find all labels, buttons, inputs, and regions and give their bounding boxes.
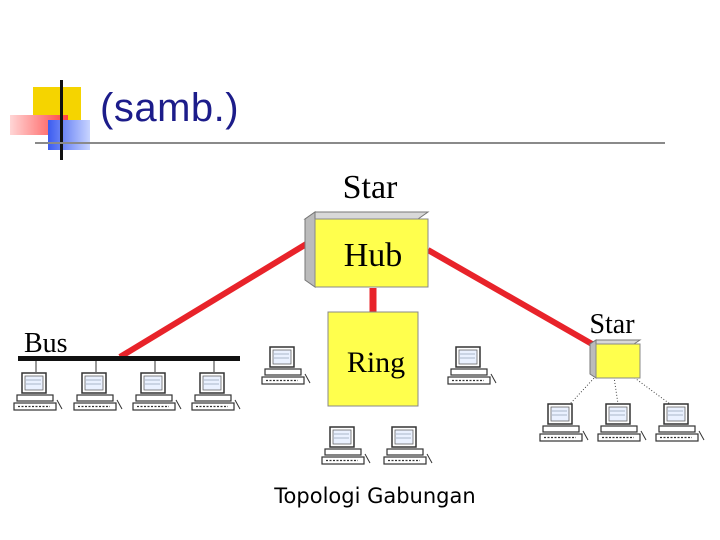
link-hub-bus [118, 240, 310, 360]
link-star-pc-2 [613, 376, 619, 405]
computer-icon [597, 403, 647, 442]
page-title: (samb.) [100, 86, 240, 130]
hub-box-side [304, 211, 316, 288]
hub-box-top [303, 211, 430, 220]
bus-line [18, 356, 240, 361]
title-underline [35, 142, 665, 144]
computer-icon [383, 426, 433, 465]
star-top-label: Star [343, 169, 398, 206]
decor-blue-bar [48, 120, 90, 150]
ring-label: Ring [347, 346, 405, 379]
computer-icon [655, 403, 705, 442]
link-star-pc-3 [631, 375, 671, 405]
hub-box [314, 218, 429, 288]
computer-icon [321, 426, 371, 465]
star-hub-box [595, 343, 641, 379]
star-hub-side [589, 339, 597, 379]
computer-icon [191, 372, 241, 411]
ring-box [327, 311, 419, 407]
computer-icon [261, 346, 311, 385]
bus-label: Bus [24, 328, 68, 359]
diagram-caption: Topologi Gabungan [274, 484, 476, 508]
star-hub-top [588, 339, 642, 345]
link-hub-star [426, 247, 594, 347]
computer-icon [539, 403, 589, 442]
star-right-label: Star [589, 309, 635, 340]
link-star-pc-1 [569, 375, 597, 405]
hub-label: Hub [344, 237, 403, 274]
decor-vertical-line [60, 80, 63, 160]
computer-icon [73, 372, 123, 411]
computer-icon [13, 372, 63, 411]
computer-icon [132, 372, 182, 411]
computer-icon [447, 346, 497, 385]
